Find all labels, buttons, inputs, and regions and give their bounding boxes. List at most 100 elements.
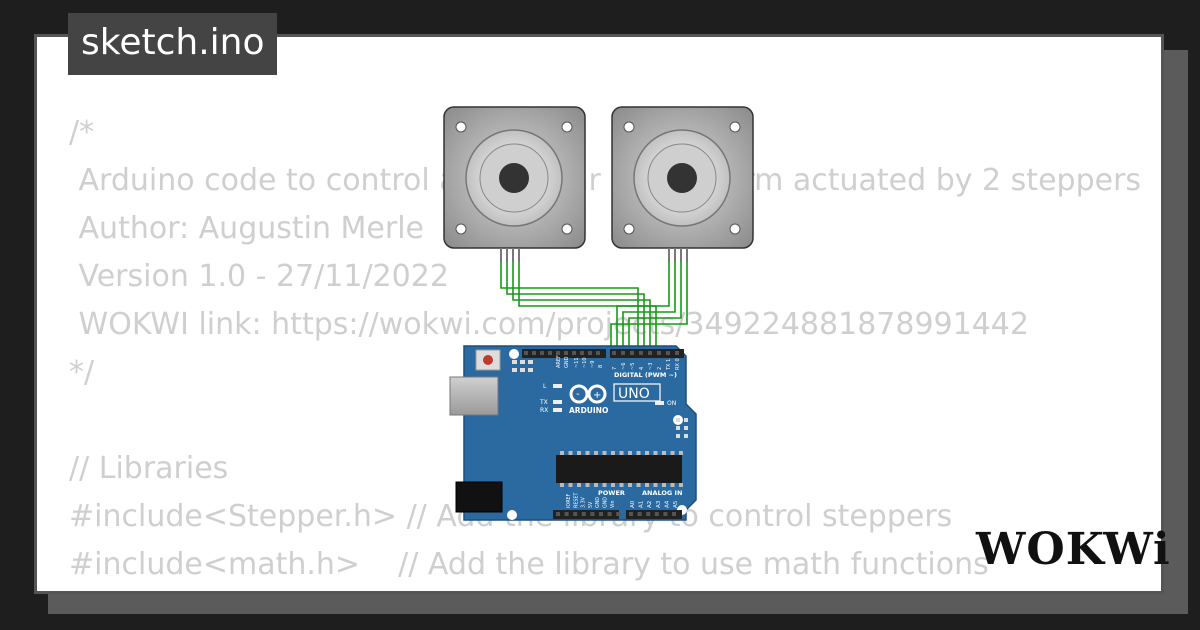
digital-pin-label: ~3 [648,363,654,370]
header-pin [654,512,659,516]
digital-pin-label: 7 [612,367,618,370]
power-pin-label: IOREF [566,493,572,508]
on-label: ON [667,400,676,407]
arduino-brand: ARDUINO [569,406,608,415]
digital-header-right [610,349,684,358]
header-pin [564,512,569,516]
power-pin-label: 5V [588,501,594,508]
tx-label: TX [539,399,548,406]
analog-pin-label: A5 [673,500,679,508]
code-card: /* Arduino code to control a bi-planar r… [34,34,1164,594]
digital-pin-label: 8 [598,365,604,368]
header-pin [564,351,568,355]
digital-pin-label: 4 [639,367,645,370]
header-pin [616,512,621,516]
header-pin [629,512,633,516]
header-pin [590,512,595,516]
code-line: Version 1.0 - 27/11/2022 [69,259,449,294]
header-pin [639,351,643,355]
digital-pin-label: ~11 [574,357,580,368]
digital-pin-label: 2 [657,367,663,370]
analog-header [626,510,682,519]
digital-pin-label: TX 1 [666,359,672,371]
power-header [553,510,619,519]
analog-pin-label: A0 [630,500,636,508]
header-pin [599,512,603,516]
wire [518,250,657,352]
stepper-motor-2[interactable] [611,106,754,262]
wire [616,250,670,352]
reset-button[interactable] [475,349,501,371]
digital-pin-label: ~6 [621,363,627,370]
analog-pin-label: A4 [664,500,670,508]
header-pin [532,351,536,355]
wire [628,250,682,352]
header-pin [637,512,642,516]
power-pin-label: RESET [573,493,579,508]
file-tab[interactable]: sketch.ino [68,13,278,75]
atmega-chip [556,451,683,487]
wire [622,250,676,352]
icsp-header-right [676,418,688,438]
wire [610,250,688,352]
wire [512,250,651,352]
header-pin [540,351,544,355]
header-pin [646,512,651,516]
header-pin [621,351,625,355]
analog-label: ANALOG IN [642,489,682,497]
digital-pin-label: RX 0 [675,358,681,370]
header-pin [672,512,676,516]
aref-label: AREF [556,355,562,368]
header-pin [612,351,616,355]
power-pin-label: 3.3V [581,496,587,508]
code-line: Author: Augustin Merle [69,211,424,246]
code-line: /* [69,115,95,150]
header-pin [580,351,584,355]
wire [506,250,645,352]
header-pin [556,351,560,355]
wires [500,250,688,352]
header-pin [596,351,600,355]
header-pin [630,351,634,355]
usb-port [449,376,499,416]
analog-pin-label: A2 [647,501,653,508]
logo-minus: - [576,389,580,400]
header-pin [648,351,652,355]
header-pin [581,512,586,516]
header-pin [607,512,612,516]
digital-pin-label: ~9 [590,361,596,368]
header-pin [524,351,528,355]
rx-label: RX [540,407,548,414]
header-pin [548,351,552,355]
header-pin [663,512,668,516]
l-label: L [543,383,547,390]
power-pin-label: GND [603,497,609,508]
power-jack [455,481,503,513]
power-label: POWER [598,489,625,497]
icsp-header [512,360,533,372]
code-line: // Libraries [69,451,229,486]
code-line: #include<math.h> // Add the library to u… [69,547,989,582]
analog-pin-label: A3 [656,500,662,508]
logo-plus: + [593,390,601,401]
header-pin [588,351,592,355]
power-pin-label: Vin [610,500,616,508]
board-model: UNO [618,386,650,402]
header-pin [572,351,576,355]
code-line: */ [69,355,95,390]
wire [500,250,639,352]
digital-pin-label: ~10 [582,357,588,368]
gnd-label: GND [564,356,570,368]
header-pin [675,351,679,355]
arduino-logo-icon [569,384,607,404]
stepper-motor-1[interactable] [443,106,586,262]
header-pin [556,512,560,516]
power-pin-label: GND [595,497,601,508]
header-pin [657,351,661,355]
header-pin [666,351,670,355]
analog-pin-label: A1 [639,501,645,508]
wokwi-logo: WOKWi [976,524,1171,575]
digital-pin-label: ~5 [630,363,636,370]
